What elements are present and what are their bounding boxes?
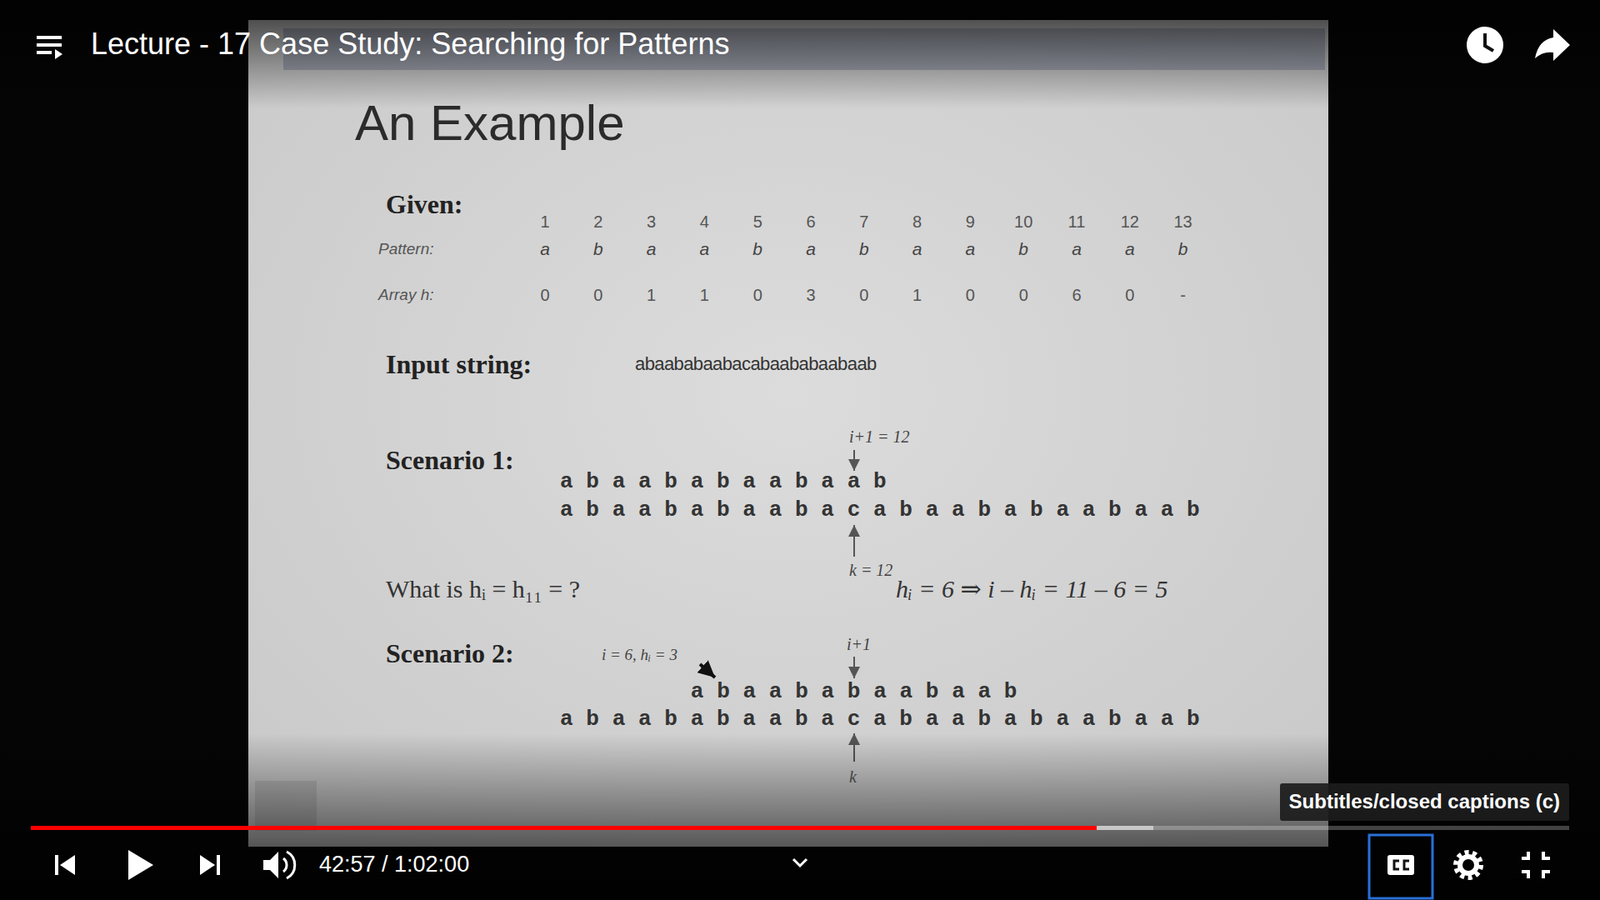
slide [248,20,1329,847]
playlist-icon [36,37,62,53]
h-value: 1 [912,285,922,305]
section-heading: Given: [385,189,463,220]
h-value: 0 [1125,285,1135,305]
index-number: 2 [593,212,603,232]
time-display: 42:57 / 1:02:00 [319,851,470,878]
index-number: 8 [912,212,922,232]
volume-icon [283,858,287,872]
mouse-pointer [700,664,715,678]
tooltip-text: Subtitles/closed captions (c) [1289,790,1560,815]
index-number: 3 [646,212,656,232]
h-value: 0 [1019,285,1029,305]
index-number: 13 [1173,212,1192,232]
settings-icon [1455,852,1481,878]
text-row: a b a a b a b a a b a c a b a a b a b a … [560,706,1200,732]
playlist-icon [55,49,63,60]
chapters-chevron [793,859,807,866]
index-note: k [849,767,857,787]
section-heading: Input string: [385,349,532,380]
h-value: 0 [593,285,603,305]
section-heading: Scenario 2: [385,638,515,670]
input-string: abaababaabacabaababaabaab [635,353,877,375]
text-row: a b a a b a b a a b a c a b a a b a b a … [560,497,1200,523]
pattern-char: b [593,239,604,260]
volume-icon [263,851,279,879]
pattern-char: b [1018,239,1029,260]
pattern-row: a b a a b a b a a b a a b [560,469,887,495]
index-note: i+1 = 12 [849,427,910,447]
h-value: 0 [965,285,975,305]
index-number: 9 [965,212,975,232]
h-value: 6 [1071,285,1081,305]
index-number: 7 [859,212,869,232]
index-note: i = 6, hᵢ = 3 [601,645,678,665]
index-number: 4 [700,212,710,232]
progress-track [30,825,1570,830]
play-button [128,850,154,880]
previous-button [55,855,59,875]
share-icon [1535,29,1570,61]
pattern-char: a [540,239,550,260]
row-label: Pattern: [378,240,435,259]
watch-later-icon [1485,33,1494,51]
section-heading: Scenario 1: [385,445,515,476]
pointer-arrow [853,450,855,471]
next-button [200,855,215,875]
pointer-arrow [853,656,855,679]
top-shade [0,0,1600,109]
settings-icon [1460,856,1477,874]
previous-button [60,855,75,875]
row-label: Array h: [378,285,435,305]
pattern-char: a [1125,239,1135,260]
pattern-char: b [1178,239,1189,260]
h-value: 1 [700,285,710,305]
question: What is hᵢ = h₁₁ = ? [385,575,580,605]
index-number: 12 [1120,212,1140,232]
watch-later-icon [1466,26,1504,64]
slide-title: An Example [355,94,625,152]
focus-ring [1369,835,1433,899]
h-value: 0 [540,285,550,305]
h-value: 0 [859,285,869,305]
index-number: 5 [753,212,763,232]
pattern-row: a b a a b a b a a b a a b [690,679,1018,705]
pattern-char: a [912,239,923,260]
progress-played [30,825,1097,830]
pattern-char: a [646,239,657,260]
progress-buffer [1096,825,1154,830]
index-number: 6 [805,212,815,232]
pattern-char: a [805,239,816,260]
index-number: 11 [1068,212,1086,232]
pattern-char: a [700,239,710,260]
tooltip: Subtitles/closed captions (c) [1280,783,1570,821]
h-value: 3 [805,285,815,305]
pattern-char: b [859,239,870,260]
index-number: 10 [1014,212,1033,232]
captions-icon [1394,860,1410,870]
exit-fullscreen-icon [1521,851,1550,879]
captions-icon [1387,855,1415,875]
video-title: Lecture - 17 Case Study: Searching for P… [90,26,730,61]
index-note: k = 12 [849,560,893,580]
h-value: 1 [646,285,656,305]
h-value: - [1180,285,1186,305]
index-number: 1 [540,212,550,232]
pattern-char: a [965,239,976,260]
pointer-arrow [853,525,855,557]
pattern-char: a [1071,239,1082,260]
bottom-shade [0,733,1600,900]
h-value: 0 [753,285,763,305]
answer: hᵢ = 6 ⇒ i – hᵢ = 11 – 6 = 5 [895,575,1168,605]
index-note: i+1 [846,635,871,655]
pattern-char: b [752,239,763,260]
volume-icon [286,851,295,879]
next-button [216,855,220,875]
